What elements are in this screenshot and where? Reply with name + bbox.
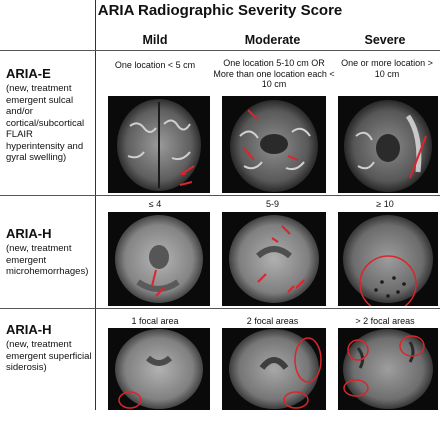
row-description: (new, treatment emergent microhemorrhage… — [6, 243, 89, 277]
figure-title: ARIA Radiographic Severity Score — [97, 2, 343, 19]
caption-severe: > 2 focal areas — [355, 316, 415, 326]
mri-scan-siderosis-mild — [108, 328, 210, 410]
caption-mild: One location < 5 cm — [114, 60, 196, 70]
caption-mild: ≤ 4 — [148, 199, 162, 209]
mri-scan-microhemorrhage-moderate — [222, 212, 326, 306]
row-aria-h-siderosis: ARIA-H (new, treatment emergent superfic… — [6, 322, 94, 374]
mri-scan-aria-e-mild — [108, 96, 210, 193]
row-aria-h-microhemorrhages: ARIA-H (new, treatment emergent microhem… — [6, 226, 94, 278]
row-heading: ARIA-H — [6, 226, 52, 241]
caption-mild: 1 focal area — [131, 316, 179, 326]
column-header-severe: Severe — [364, 33, 406, 47]
row-aria-e: ARIA-E (new, treatment emergent sulcal a… — [6, 66, 94, 164]
row-divider — [0, 308, 440, 309]
mri-scan-aria-e-moderate — [222, 96, 326, 193]
mri-scan-microhemorrhage-mild — [108, 212, 210, 306]
row-heading: ARIA-H — [6, 322, 52, 337]
column-header-mild: Mild — [142, 33, 168, 47]
caption-severe: One or more location > 10 cm — [341, 58, 433, 79]
row-description: (new, treatment emergent superficial sid… — [6, 339, 92, 373]
row-divider — [0, 195, 440, 196]
caption-severe: ≥ 10 — [376, 199, 394, 209]
row-divider — [0, 50, 440, 51]
column-header-moderate: Moderate — [244, 33, 301, 47]
column-divider — [95, 0, 96, 410]
row-heading: ARIA-E — [6, 66, 51, 81]
caption-moderate: 2 focal areas — [246, 316, 299, 326]
caption-moderate: 5-9 — [265, 199, 279, 209]
mri-scan-aria-e-severe — [338, 96, 438, 193]
mri-scan-siderosis-severe — [338, 328, 438, 410]
mri-scan-microhemorrhage-severe — [338, 212, 438, 306]
row-description: (new, treatment emergent sulcal and/or c… — [6, 83, 85, 163]
mri-scan-siderosis-moderate — [222, 328, 326, 410]
caption-moderate: One location 5-10 cm OR More than one lo… — [213, 58, 335, 89]
